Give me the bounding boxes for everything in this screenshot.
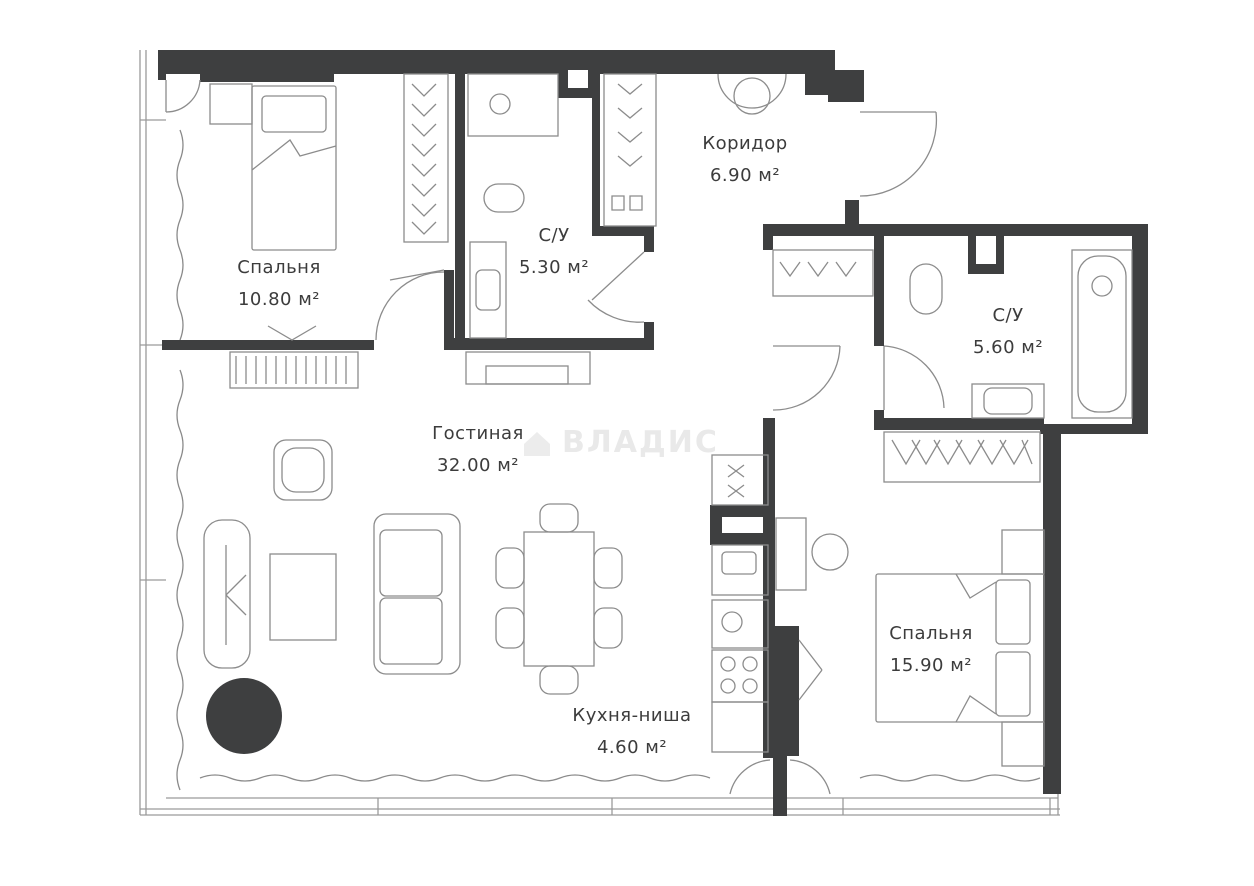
walls: [158, 50, 1148, 816]
room-name: Спальня: [237, 257, 321, 278]
plant-icon: [206, 678, 282, 754]
wardrobe-3: [883, 431, 1041, 483]
room-label-kitchen: Кухня-ниша 4.60 м²: [566, 700, 698, 764]
room-label-corridor: Коридор 6.90 м²: [690, 128, 800, 192]
curtains: [176, 129, 1041, 791]
room-name: Спальня: [889, 623, 973, 644]
bed-small: [209, 83, 337, 251]
room-name: С/У: [538, 225, 570, 246]
watermark-text: ВЛАДИС: [562, 425, 719, 460]
room-label-living: Гостиная 32.00 м²: [420, 418, 536, 482]
room-name: Гостиная: [432, 423, 524, 444]
room-area: 32.00 м²: [436, 455, 520, 476]
logo-icon: [524, 431, 550, 456]
room-area: 15.90 м²: [889, 655, 973, 676]
watermark: ВЛАДИС: [520, 425, 719, 460]
doors: [165, 79, 945, 795]
room-name: С/У: [992, 305, 1024, 326]
room-name: Кухня-ниша: [572, 705, 692, 726]
room-label-bathroom-2: С/У 5.60 м²: [960, 300, 1056, 364]
bathroom-2-fixtures: [772, 249, 1133, 419]
room-area: 5.30 м²: [518, 257, 590, 278]
room-label-bedroom-large: Спальня 15.90 м²: [876, 618, 986, 682]
room-area: 6.90 м²: [709, 165, 781, 186]
room-label-bedroom-small: Спальня 10.80 м²: [224, 252, 334, 316]
wardrobe-1: [403, 73, 449, 243]
kitchen-fixtures: [711, 454, 769, 753]
radiator: [229, 325, 359, 389]
living-furniture: [203, 439, 623, 695]
room-area: 4.60 м²: [596, 737, 668, 758]
wardrobe-2: [603, 73, 787, 227]
bathroom-1-fixtures: [465, 73, 591, 385]
room-name: Коридор: [702, 133, 788, 154]
bed-large: [775, 517, 1045, 767]
room-area: 5.60 м²: [972, 337, 1044, 358]
room-area: 10.80 м²: [237, 289, 321, 310]
room-label-bathroom-1: С/У 5.30 м²: [506, 220, 602, 284]
